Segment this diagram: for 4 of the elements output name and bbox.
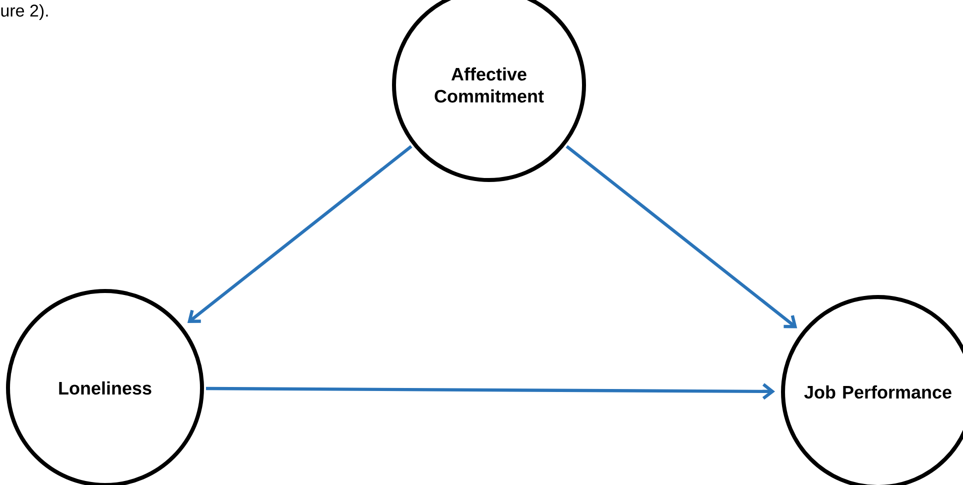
arrow [206, 383, 776, 400]
arrow [187, 145, 412, 323]
caption-text: ure 2). [1, 4, 48, 20]
arrow [566, 145, 798, 328]
